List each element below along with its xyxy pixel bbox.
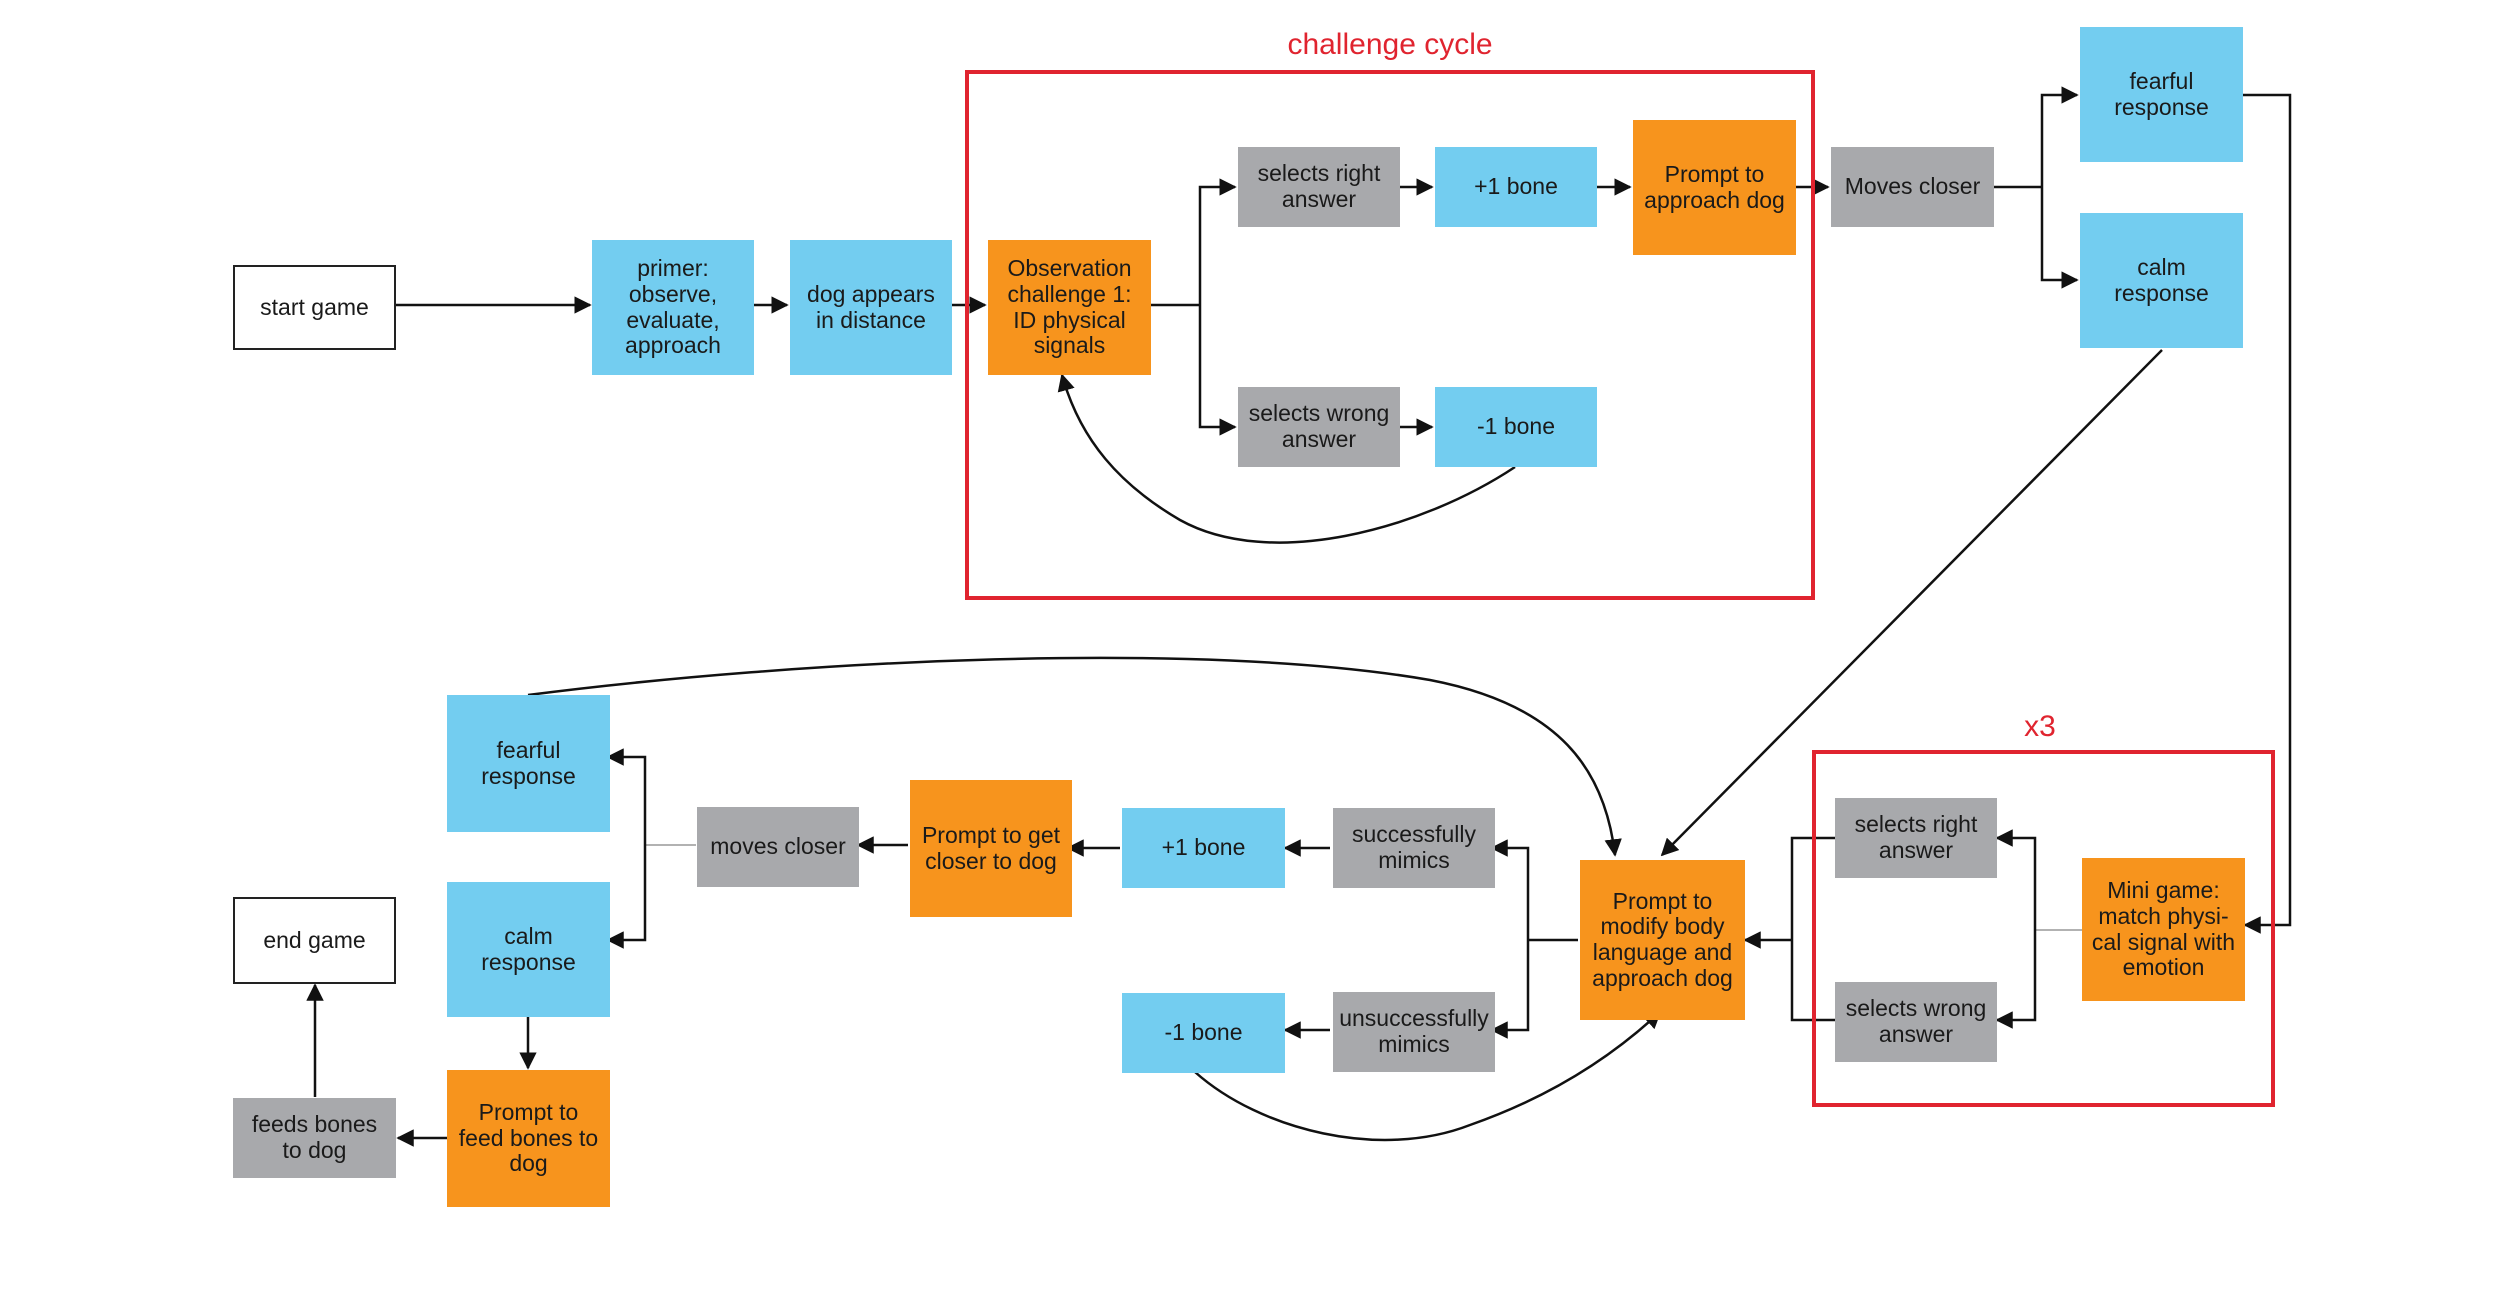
successfully-mimics-node[interactable]: successfully mimics	[1333, 808, 1495, 888]
prompt-get-closer-node[interactable]: Prompt to get closer to dog	[910, 780, 1072, 917]
edge-to-fearful-1	[2040, 86, 2079, 187]
edge-to-selects-wrong-1	[1198, 305, 1237, 436]
observation-challenge-node[interactable]: Observation challenge 1: ID physical sig…	[988, 240, 1151, 375]
selects-wrong-answer-2-node[interactable]: selects wrong answer	[1835, 982, 1997, 1062]
end-game-node[interactable]: end game	[233, 897, 396, 984]
selects-right-answer-2-node[interactable]: selects right answer	[1835, 798, 1997, 878]
edge-to-successfully	[1490, 839, 1530, 940]
challenge-cycle-label: challenge cycle	[1287, 28, 1493, 61]
minus-one-bone-node[interactable]: -1 bone	[1435, 387, 1597, 467]
calm-response-2-node[interactable]: calm response	[447, 882, 610, 1017]
plus-one-bone-2-node[interactable]: +1 bone	[1122, 808, 1285, 888]
fearful-response-2-node[interactable]: fearful response	[447, 695, 610, 832]
primer-node[interactable]: primer: observe, evaluate, approach	[592, 240, 754, 375]
edge-to-selects-right-1	[1198, 178, 1237, 305]
unsuccessfully-mimics-node[interactable]: unsuccessfully mimics	[1333, 992, 1495, 1072]
challenge-cycle-frame	[965, 70, 1815, 600]
edge-fearful1-minigame	[2242, 93, 2292, 934]
edge-calm1-modify	[1660, 349, 2163, 857]
edge-fearful2-modify	[527, 656, 1622, 857]
mini-game-frame	[1812, 750, 2275, 1107]
feeds-bones-node[interactable]: feeds bones to dog	[233, 1098, 396, 1178]
calm-response-node[interactable]: calm response	[2080, 213, 2243, 348]
moves-closer-2-node[interactable]: moves closer	[697, 807, 859, 887]
edge-to-selects-right-2	[1995, 829, 2037, 930]
edge-to-fearful-2	[606, 748, 647, 845]
edge-minusbone2-modify	[1194, 1010, 1662, 1142]
mini-game-node[interactable]: Mini game: match physi-cal signal with e…	[2082, 858, 2245, 1001]
edge-to-selects-wrong-2	[1995, 930, 2037, 1029]
selects-wrong-answer-node[interactable]: selects wrong answer	[1238, 387, 1400, 467]
edge-to-calm-2	[606, 845, 647, 949]
prompt-modify-body-language-node[interactable]: Prompt to modify body language and appro…	[1580, 860, 1745, 1020]
edge-to-unsuccessfully	[1490, 940, 1530, 1039]
edge-minusbone-loop	[1057, 373, 1516, 544]
plus-one-bone-node[interactable]: +1 bone	[1435, 147, 1597, 227]
start-game-node[interactable]: start game	[233, 265, 396, 350]
prompt-feed-bones-node[interactable]: Prompt to feed bones to dog	[447, 1070, 610, 1207]
mini-game-repeat-label: x3	[2024, 710, 2056, 743]
minus-one-bone-2-node[interactable]: -1 bone	[1122, 993, 1285, 1073]
selects-right-answer-node[interactable]: selects right answer	[1238, 147, 1400, 227]
moves-closer-node[interactable]: Moves closer	[1831, 147, 1994, 227]
dog-appears-node[interactable]: dog appears in distance	[790, 240, 952, 375]
prompt-approach-dog-node[interactable]: Prompt to approach dog	[1633, 120, 1796, 255]
edge-to-calm-1	[2040, 187, 2079, 289]
fearful-response-node[interactable]: fearful response	[2080, 27, 2243, 162]
